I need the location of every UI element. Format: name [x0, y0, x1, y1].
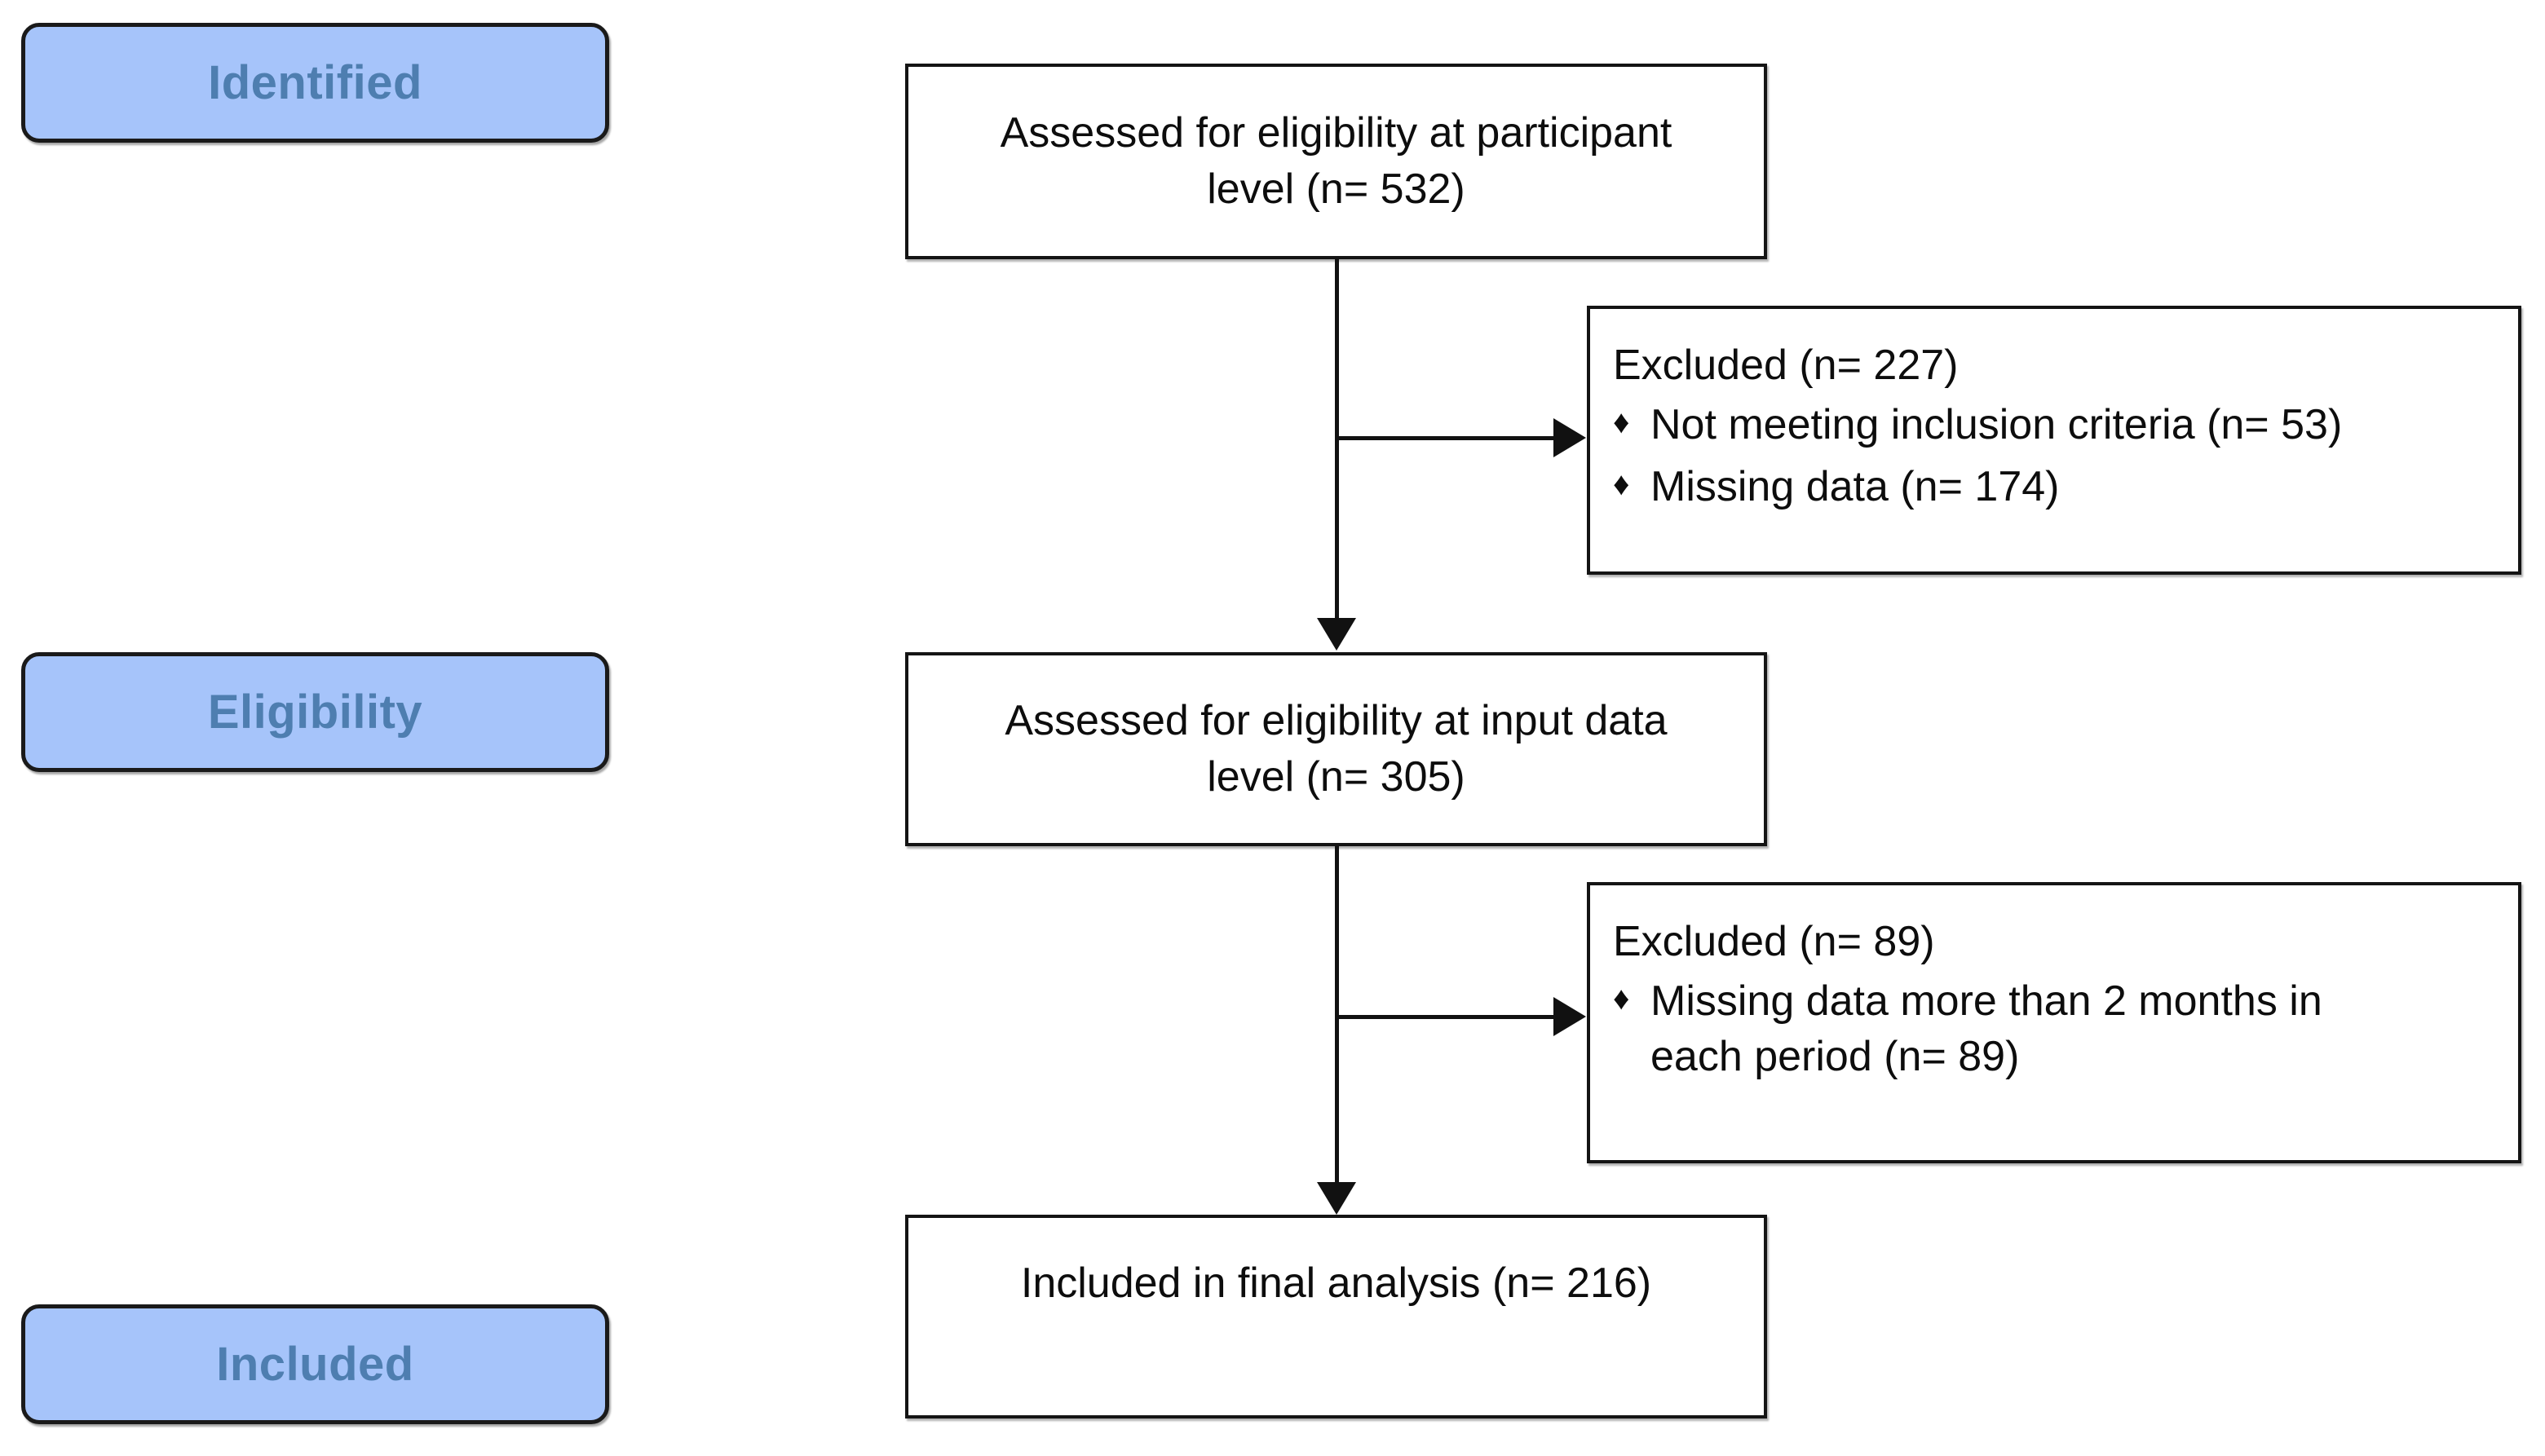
flow-box-assessed-participant-text: Assessed for eligibility at participant …	[1000, 109, 1672, 213]
diamond-bullet-icon: ♦	[1613, 466, 1630, 503]
exclusion-box-1: Excluded (n= 227) ♦ Not meeting inclusio…	[1587, 306, 2521, 575]
exclusion-box-1-item-2: ♦ Missing data (n= 174)	[1613, 460, 2500, 515]
stage-pill-included: Included	[21, 1304, 609, 1424]
stage-label-identified: Identified	[208, 55, 422, 109]
flow-box-assessed-input-text: Assessed for eligibility at input data l…	[1005, 697, 1668, 801]
exclusion-box-2-title: Excluded (n= 89)	[1613, 918, 1935, 965]
connector-horizontal-2	[1335, 1015, 1563, 1019]
flow-box-included-final: Included in final analysis (n= 216)	[905, 1215, 1767, 1418]
arrowhead-down-1	[1317, 618, 1356, 651]
exclusion-box-1-list: ♦ Not meeting inclusion criteria (n= 53)…	[1613, 398, 2500, 514]
exclusion-box-2: Excluded (n= 89) ♦ Missing data more tha…	[1587, 882, 2521, 1163]
arrowhead-right-1	[1553, 418, 1586, 457]
exclusion-box-1-item-1-text: Not meeting inclusion criteria (n= 53)	[1650, 401, 2343, 449]
flow-box-included-final-text: Included in final analysis (n= 216)	[1020, 1260, 1652, 1307]
stage-label-included: Included	[216, 1337, 414, 1391]
exclusion-box-2-item-1-text: Missing data more than 2 months in each …	[1650, 977, 2322, 1081]
stage-label-eligibility: Eligibility	[207, 685, 423, 739]
arrowhead-right-2	[1553, 997, 1586, 1036]
diamond-bullet-icon: ♦	[1613, 981, 1630, 1017]
connector-horizontal-1	[1335, 436, 1563, 440]
exclusion-box-1-item-1: ♦ Not meeting inclusion criteria (n= 53)	[1613, 398, 2500, 453]
stage-pill-identified: Identified	[21, 23, 609, 143]
arrowhead-down-2	[1317, 1182, 1356, 1215]
flow-box-assessed-participant: Assessed for eligibility at participant …	[905, 64, 1767, 259]
stage-pill-eligibility: Eligibility	[21, 652, 609, 772]
diamond-bullet-icon: ♦	[1613, 404, 1630, 441]
flow-box-assessed-input: Assessed for eligibility at input data l…	[905, 652, 1767, 846]
exclusion-box-1-title: Excluded (n= 227)	[1613, 342, 1959, 389]
exclusion-box-2-item-1: ♦ Missing data more than 2 months in eac…	[1613, 974, 2500, 1084]
exclusion-box-1-item-2-text: Missing data (n= 174)	[1650, 463, 2060, 511]
connector-vertical-2	[1335, 846, 1339, 1182]
exclusion-box-2-list: ♦ Missing data more than 2 months in eac…	[1613, 974, 2500, 1084]
